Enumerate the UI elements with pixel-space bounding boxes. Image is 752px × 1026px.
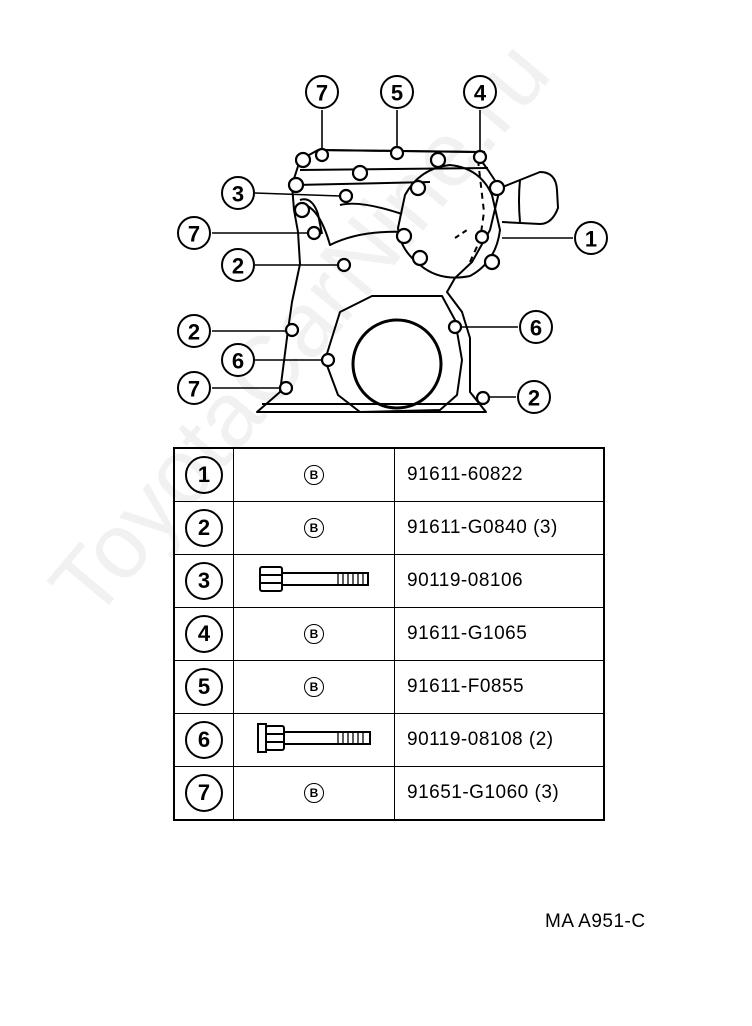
callout-circle — [221, 343, 255, 377]
part-number: 91611-F0855 — [394, 660, 605, 714]
callout-label: 2 — [528, 386, 540, 411]
bolt-hole — [320, 352, 336, 368]
callout-circle — [574, 221, 608, 255]
bolt-hole — [474, 229, 490, 245]
callout-label: 3 — [232, 182, 244, 207]
index-number: 5 — [185, 668, 223, 706]
timing-cover-diagram: 7 5 4 3 7 2 1 2 6 7 6 2 — [177, 75, 608, 414]
callout-label: 6 — [530, 316, 542, 341]
bolt-hole — [314, 147, 330, 163]
callout-circle — [177, 216, 211, 250]
table-row: 6 90119-08108 — [173, 713, 605, 767]
callout-circle — [519, 310, 553, 344]
callout-circle — [221, 176, 255, 210]
callout-label: 7 — [316, 81, 328, 106]
table-row: 3 90119-08106 — [173, 554, 605, 608]
part-number: 91651-G1060 (3) — [394, 766, 605, 821]
callout-circle — [517, 380, 551, 414]
index-number: 6 — [185, 721, 223, 759]
hidden-edge — [469, 159, 486, 263]
callout-circle — [380, 75, 414, 109]
table-row: 4 B 91611-G1065 — [173, 607, 605, 661]
callout-label: 2 — [188, 320, 200, 345]
callout-label: 6 — [232, 349, 244, 374]
callout-label: 2 — [232, 254, 244, 279]
part-number: 90119-08108 (2) — [394, 713, 605, 767]
bolt-icon — [233, 713, 395, 767]
part-number: 90119-08106 — [394, 554, 605, 608]
part-number: 91611-G0840 (3) — [394, 501, 605, 555]
callout-label: 5 — [391, 81, 403, 106]
b-symbol: B — [304, 783, 324, 803]
b-symbol: B — [304, 677, 324, 697]
callout-circle — [221, 248, 255, 282]
pump-outlet — [499, 171, 559, 225]
figure-code: MA A951-C — [545, 911, 646, 932]
part-number: 91611-60822 — [394, 447, 605, 502]
bolt-hole — [336, 257, 352, 273]
bolt-hole — [338, 188, 354, 204]
callout-label: 1 — [585, 227, 597, 252]
index-number: 4 — [185, 615, 223, 653]
table-row: 2 B 91611-G0840 (3) — [173, 501, 605, 555]
index-number: 2 — [185, 509, 223, 547]
crank-seal — [351, 318, 443, 410]
bolt-icon — [233, 554, 395, 608]
callout-label: 4 — [474, 81, 487, 106]
callout-circle — [177, 371, 211, 405]
bolt-hole — [475, 390, 491, 406]
b-symbol: B — [304, 624, 324, 644]
index-number: 3 — [185, 562, 223, 600]
bolt-hole — [447, 319, 463, 335]
table-row: 7 B 91651-G1060 (3) — [173, 766, 605, 821]
crank-window — [324, 295, 463, 413]
index-number: 7 — [185, 774, 223, 812]
callout-circle — [463, 75, 497, 109]
b-symbol: B — [304, 465, 324, 485]
callout-circle — [177, 314, 211, 348]
index-number: 1 — [185, 456, 223, 494]
callout-label: 7 — [188, 222, 200, 247]
callout-circle — [305, 75, 339, 109]
bolt-hole — [472, 149, 488, 165]
bolt-hole — [306, 225, 322, 241]
part-number: 91611-G1065 — [394, 607, 605, 661]
b-symbol: B — [304, 518, 324, 538]
bolt-hole — [284, 322, 300, 338]
table-row: 1 B 91611-60822 — [173, 447, 605, 502]
callout-label: 7 — [188, 377, 200, 402]
bolt-hole — [389, 145, 405, 161]
bolt-hole — [278, 380, 294, 396]
parts-table: 1 B 91611-60822 2 B 91611-G0840 (3) 3 — [173, 447, 605, 821]
table-row: 5 B 91611-F0855 — [173, 660, 605, 714]
